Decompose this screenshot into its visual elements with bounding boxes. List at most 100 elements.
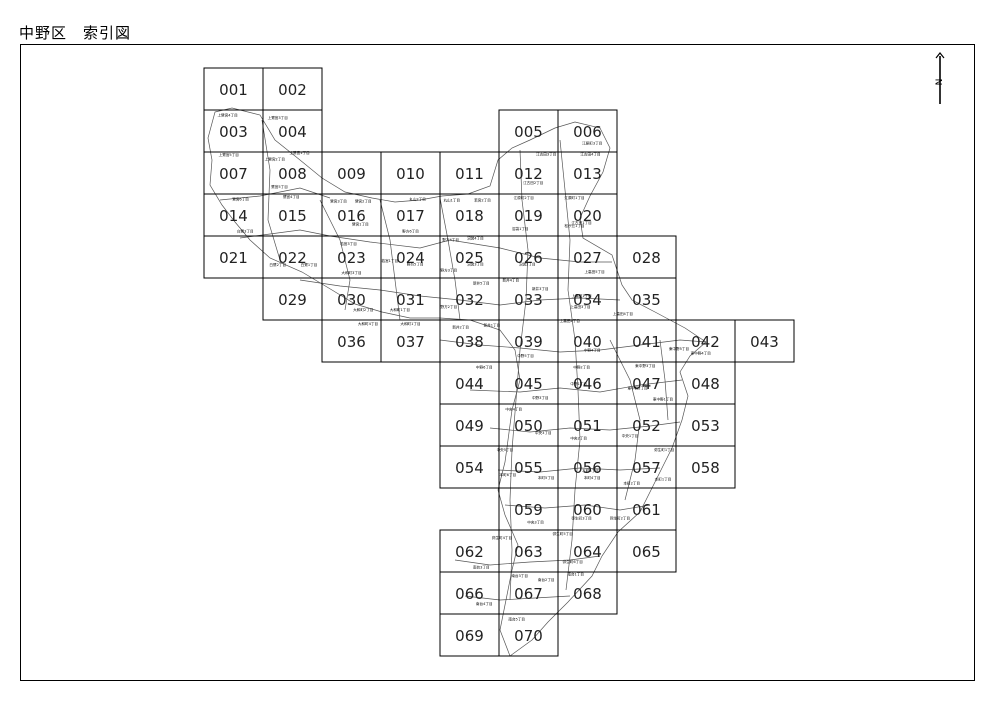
sheet-cell[interactable]: 048 (675, 361, 736, 405)
sheet-cell[interactable]: 009 (321, 151, 382, 195)
sheet-number[interactable]: 043 (750, 333, 779, 351)
sheet-number[interactable]: 016 (337, 207, 366, 225)
sheet-cell[interactable]: 002 (262, 67, 323, 111)
sheet-number[interactable]: 026 (514, 249, 543, 267)
sheet-cell[interactable]: 049 (439, 403, 500, 447)
sheet-number[interactable]: 051 (573, 417, 602, 435)
sheet-cell[interactable]: 042 (675, 319, 736, 363)
sheet-cell[interactable]: 036 (321, 319, 382, 363)
sheet-cell-border[interactable] (498, 613, 559, 657)
sheet-number[interactable]: 001 (219, 81, 248, 99)
sheet-number[interactable]: 054 (455, 459, 484, 477)
sheet-number[interactable]: 069 (455, 627, 484, 645)
sheet-number[interactable]: 032 (455, 291, 484, 309)
sheet-cell-border[interactable] (734, 319, 795, 363)
sheet-number[interactable]: 023 (337, 249, 366, 267)
sheet-cell[interactable]: 051 (557, 403, 618, 447)
sheet-number[interactable]: 042 (691, 333, 720, 351)
sheet-cell[interactable]: 054 (439, 445, 500, 489)
sheet-number[interactable]: 024 (396, 249, 425, 267)
sheet-number[interactable]: 068 (573, 585, 602, 603)
sheet-cell[interactable]: 037 (380, 319, 441, 363)
sheet-number[interactable]: 033 (514, 291, 543, 309)
sheet-number[interactable]: 019 (514, 207, 543, 225)
sheet-cell[interactable]: 056 (557, 445, 618, 489)
sheet-number[interactable]: 064 (573, 543, 602, 561)
sheet-number[interactable]: 056 (573, 459, 602, 477)
sheet-number[interactable]: 020 (573, 207, 602, 225)
sheet-number[interactable]: 003 (219, 123, 248, 141)
sheet-cell[interactable]: 026 (498, 235, 559, 279)
sheet-number[interactable]: 011 (455, 165, 484, 183)
sheet-cell[interactable]: 033 (498, 277, 559, 321)
sheet-number[interactable]: 044 (455, 375, 484, 393)
sheet-cell[interactable]: 068 (557, 571, 618, 615)
sheet-number[interactable]: 065 (632, 543, 661, 561)
sheet-cell[interactable]: 029 (262, 277, 323, 321)
sheet-cell[interactable]: 060 (557, 487, 618, 531)
sheet-number[interactable]: 067 (514, 585, 543, 603)
sheet-cell-border[interactable] (557, 571, 618, 615)
sheet-number[interactable]: 027 (573, 249, 602, 267)
sheet-cell[interactable]: 011 (439, 151, 500, 195)
sheet-number[interactable]: 059 (514, 501, 543, 519)
sheet-cell[interactable]: 012 (498, 151, 559, 195)
sheet-number[interactable]: 031 (396, 291, 425, 309)
sheet-number[interactable]: 028 (632, 249, 661, 267)
sheet-number[interactable]: 025 (455, 249, 484, 267)
sheet-number[interactable]: 049 (455, 417, 484, 435)
sheet-number[interactable]: 062 (455, 543, 484, 561)
sheet-number[interactable]: 009 (337, 165, 366, 183)
sheet-number[interactable]: 034 (573, 291, 602, 309)
sheet-number[interactable]: 008 (278, 165, 307, 183)
sheet-number[interactable]: 002 (278, 81, 307, 99)
sheet-number[interactable]: 004 (278, 123, 307, 141)
sheet-number[interactable]: 015 (278, 207, 307, 225)
sheet-number[interactable]: 060 (573, 501, 602, 519)
sheet-number[interactable]: 029 (278, 291, 307, 309)
sheet-number[interactable]: 036 (337, 333, 366, 351)
sheet-number[interactable]: 041 (632, 333, 661, 351)
sheet-cell[interactable]: 064 (557, 529, 618, 573)
sheet-number[interactable]: 030 (337, 291, 366, 309)
sheet-cell[interactable]: 010 (380, 151, 441, 195)
sheet-cell[interactable]: 043 (734, 319, 795, 363)
sheet-number[interactable]: 038 (455, 333, 484, 351)
sheet-cell[interactable]: 006 (557, 109, 618, 153)
sheet-number[interactable]: 046 (573, 375, 602, 393)
sheet-cell[interactable]: 041 (616, 319, 677, 363)
sheet-number[interactable]: 057 (632, 459, 661, 477)
sheet-number[interactable]: 050 (514, 417, 543, 435)
sheet-cell[interactable]: 024 (380, 235, 441, 279)
sheet-number[interactable]: 040 (573, 333, 602, 351)
sheet-cell[interactable]: 070 (498, 613, 559, 657)
sheet-number[interactable]: 045 (514, 375, 543, 393)
sheet-cell[interactable]: 020 (557, 193, 618, 237)
sheet-cell[interactable]: 065 (616, 529, 677, 573)
sheet-cell[interactable]: 013 (557, 151, 618, 195)
sheet-cell-border[interactable] (675, 445, 736, 489)
sheet-number[interactable]: 070 (514, 627, 543, 645)
sheet-number[interactable]: 066 (455, 585, 484, 603)
sheet-cell[interactable]: 069 (439, 613, 500, 657)
sheet-cell-border[interactable] (616, 529, 677, 573)
sheet-number[interactable]: 053 (691, 417, 720, 435)
sheet-number[interactable]: 047 (632, 375, 661, 393)
sheet-number[interactable]: 006 (573, 123, 602, 141)
sheet-number[interactable]: 021 (219, 249, 248, 267)
sheet-cell[interactable]: 055 (498, 445, 559, 489)
sheet-number[interactable]: 014 (219, 207, 248, 225)
sheet-number[interactable]: 063 (514, 543, 543, 561)
sheet-cell[interactable]: 028 (616, 235, 677, 279)
sheet-number[interactable]: 037 (396, 333, 425, 351)
sheet-number[interactable]: 035 (632, 291, 661, 309)
sheet-number[interactable]: 048 (691, 375, 720, 393)
sheet-number[interactable]: 017 (396, 207, 425, 225)
sheet-cell[interactable]: 015 (262, 193, 323, 237)
sheet-cell[interactable]: 053 (675, 403, 736, 447)
sheet-cell[interactable]: 066 (439, 571, 500, 615)
sheet-cell[interactable]: 021 (203, 235, 264, 279)
sheet-number[interactable]: 010 (396, 165, 425, 183)
